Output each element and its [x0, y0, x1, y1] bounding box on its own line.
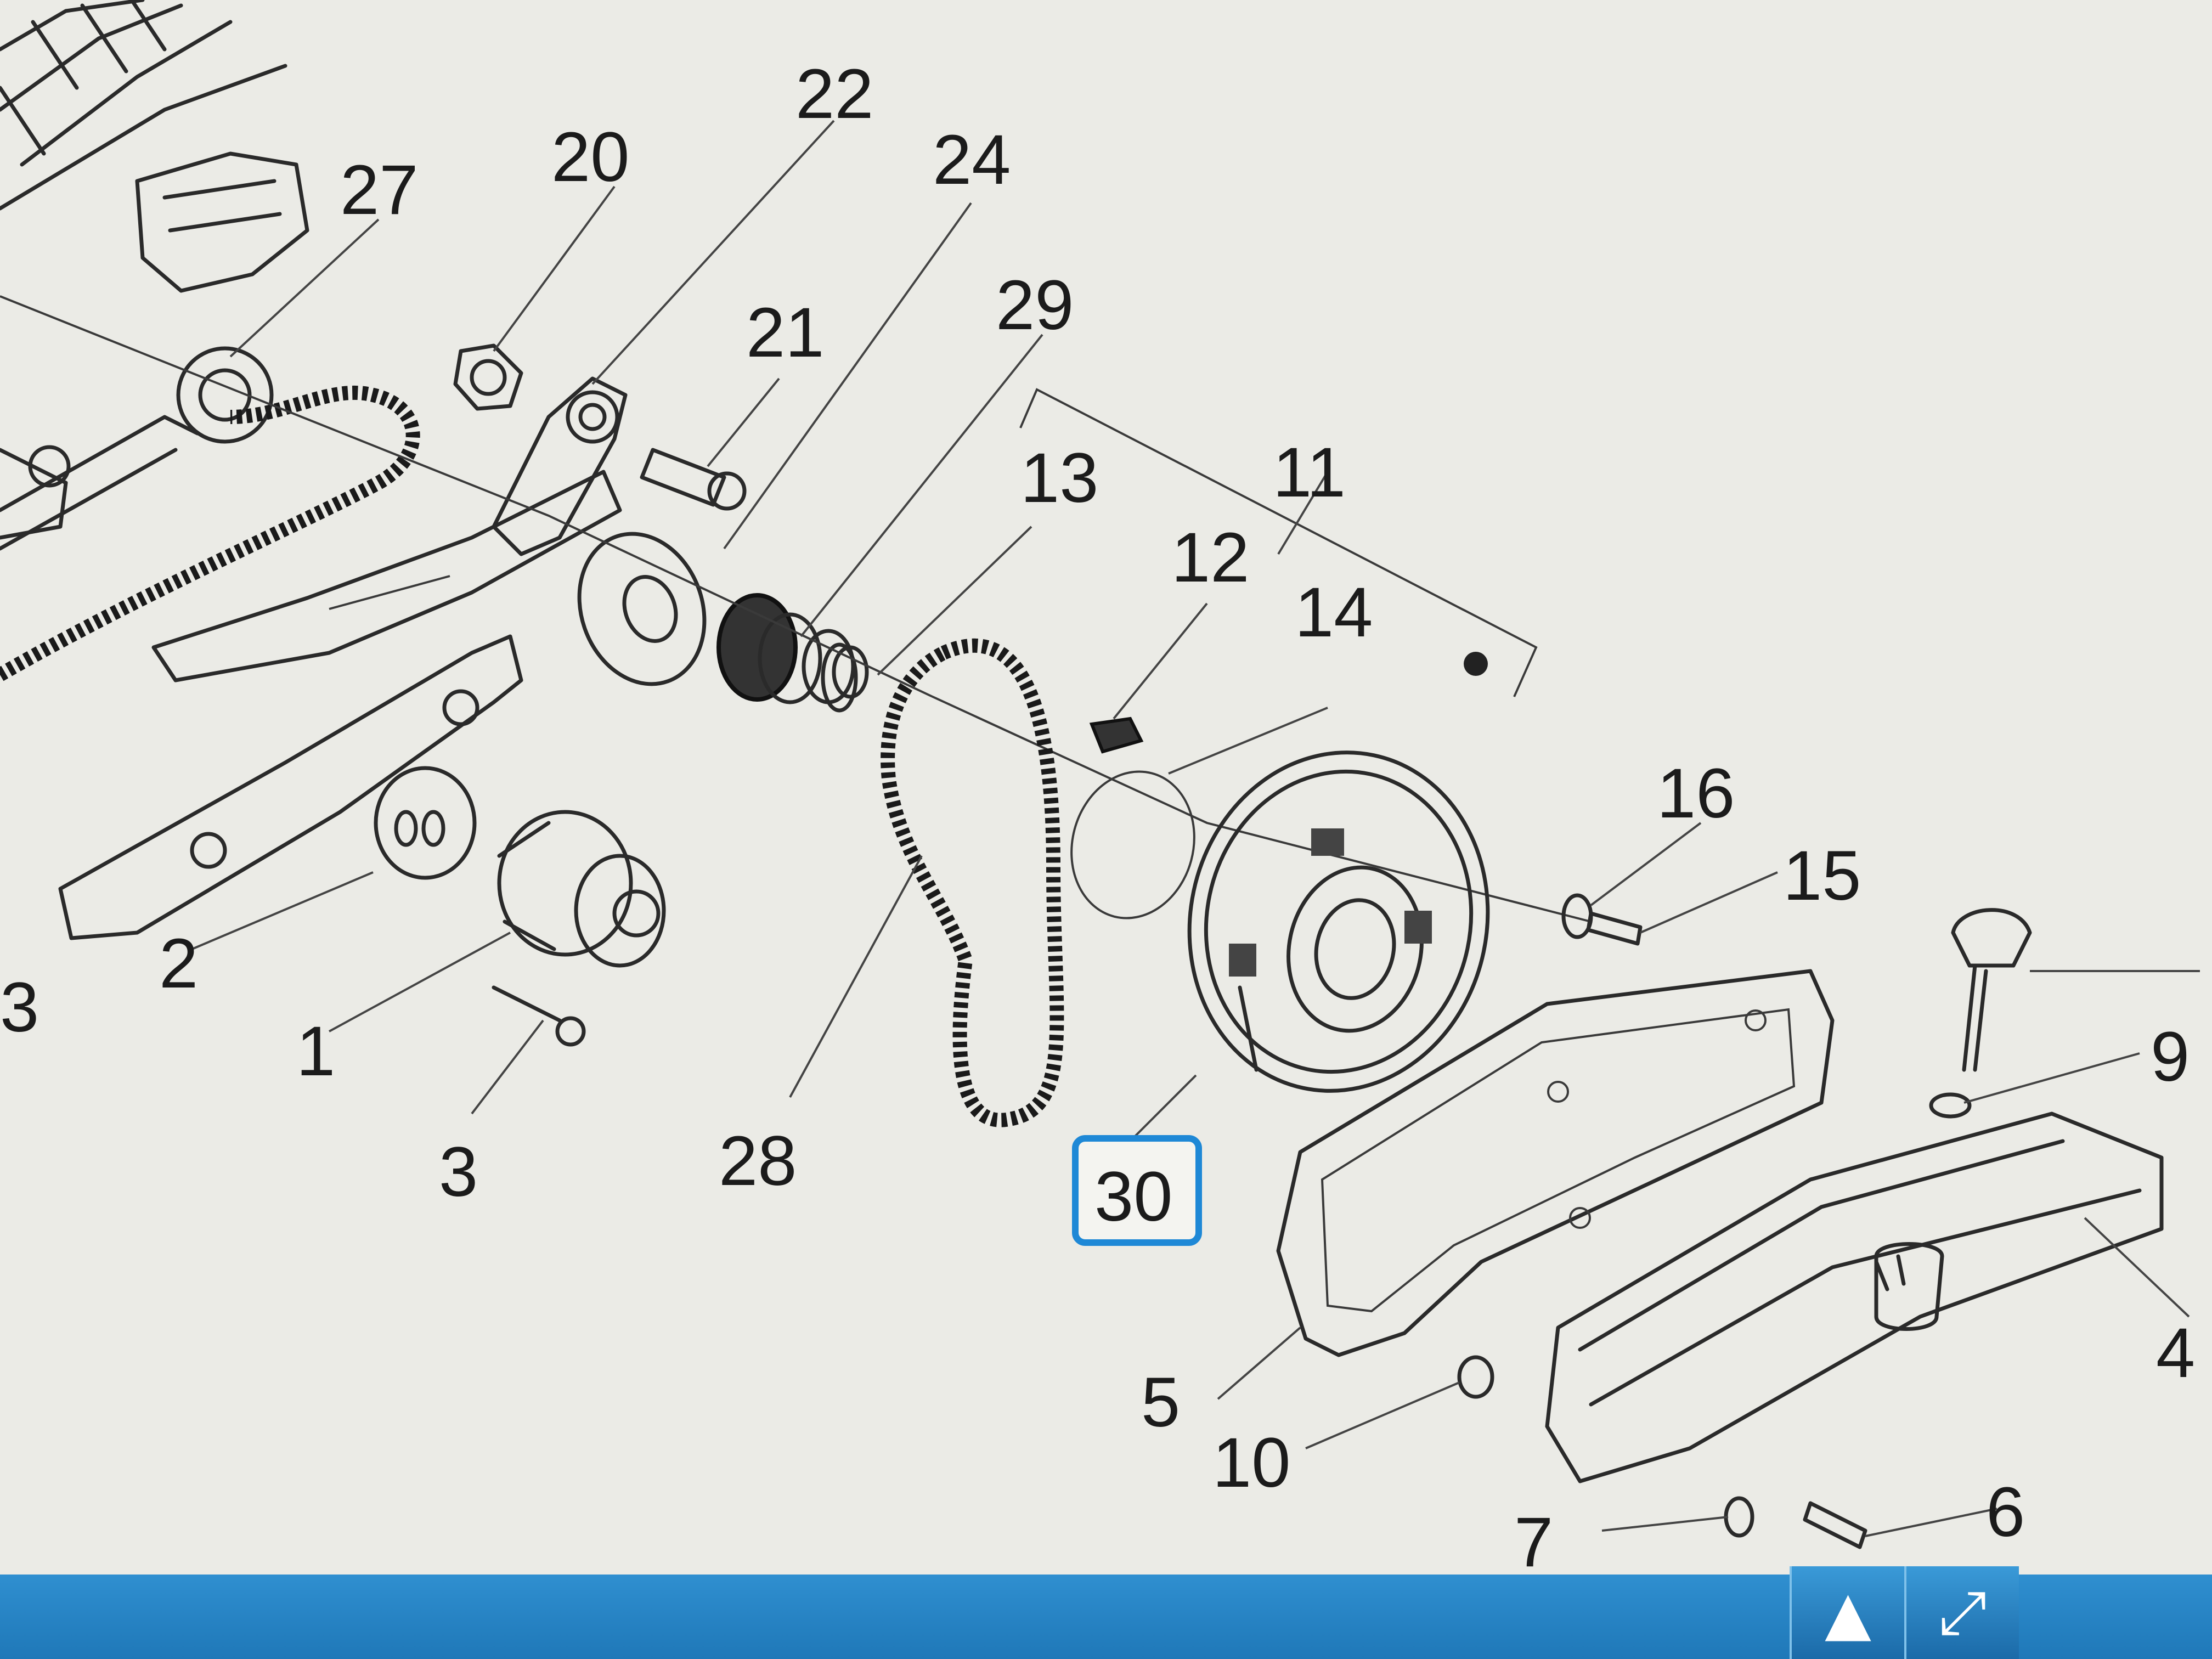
bolt-15	[1586, 911, 1643, 946]
valve-cover-4	[1545, 1111, 2164, 1483]
bolt-6	[1803, 1501, 1867, 1549]
nut-20	[453, 343, 523, 411]
callout-4: 4	[2156, 1314, 2195, 1392]
callout-15: 15	[1783, 837, 1861, 915]
washer-7	[1724, 1496, 1754, 1538]
callout-11: 11	[1273, 433, 1346, 512]
plug-9	[1929, 908, 2032, 1119]
callout-29: 29	[996, 266, 1074, 345]
expand-button[interactable]: ⤢	[1904, 1566, 2019, 1659]
callout-28: 28	[719, 1122, 797, 1200]
pulley-30	[1187, 751, 1490, 1093]
plate-2	[374, 766, 477, 880]
timing-chain	[0, 386, 420, 681]
callout-labels: 22 20 27 24 29 21 13 11 12 14 16 15 9 2 …	[0, 55, 2195, 1582]
callout-12: 12	[1171, 518, 1249, 597]
key-12	[1089, 716, 1144, 754]
assembly-bracket-11	[1019, 388, 1538, 697]
callout-14: 14	[1295, 573, 1373, 652]
callout-22: 22	[795, 55, 873, 133]
triangle-up-icon: ▲	[1825, 1577, 1871, 1648]
callout-10: 10	[1212, 1424, 1290, 1502]
callout-30[interactable]: 30	[1094, 1158, 1172, 1236]
grommet-10	[1457, 1355, 1494, 1399]
callout-21: 21	[746, 294, 824, 372]
secondary-chain	[881, 638, 1064, 1127]
cam-1	[497, 810, 666, 968]
callout-20: 20	[551, 118, 629, 196]
callout-5: 5	[1141, 1363, 1180, 1442]
callout-16: 16	[1657, 754, 1735, 833]
chain-guide-upper	[151, 470, 622, 682]
washer-24	[577, 532, 707, 686]
callout-1: 1	[296, 1012, 335, 1091]
bolt-3	[492, 985, 562, 1023]
expand-arrows-icon: ⤢	[1938, 1577, 1987, 1647]
o-ring-14	[1070, 770, 1195, 919]
upper-left-assembly	[0, 0, 309, 551]
sprocket-29	[716, 593, 869, 704]
callout-9: 9	[2151, 1018, 2190, 1096]
callout-30-highlight[interactable]: 30	[1072, 1135, 1202, 1246]
o-ring-13	[821, 642, 858, 713]
callout-27: 27	[340, 151, 418, 229]
callout-2: 2	[159, 924, 198, 1003]
pin-21	[640, 448, 747, 511]
callout-7: 7	[1514, 1503, 1553, 1582]
leader-lines	[191, 120, 2200, 1537]
callout-3: 3	[439, 1133, 478, 1211]
callout-24: 24	[933, 121, 1011, 199]
callout-13: 13	[1020, 439, 1098, 517]
gasket-5	[1276, 969, 1835, 1357]
callout-3-left: 3	[0, 968, 39, 1047]
tensioner-arm	[492, 376, 628, 556]
scroll-up-button[interactable]: ▲	[1790, 1566, 1904, 1659]
chain-guide-lower	[58, 634, 523, 940]
callout-6: 6	[1986, 1473, 2025, 1551]
